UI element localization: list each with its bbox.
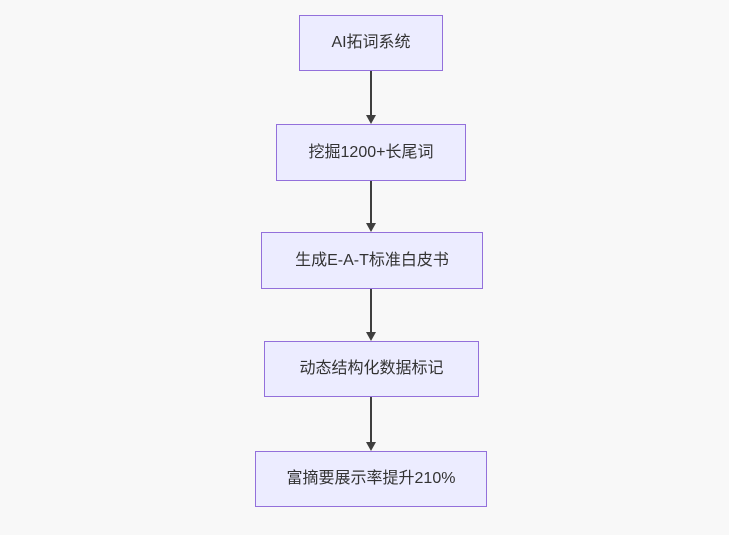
flow-node-eat-whitepaper: 生成E-A-T标准白皮书 (261, 232, 483, 289)
flow-node-label: 挖掘1200+长尾词 (308, 143, 434, 161)
down-arrow-icon (366, 289, 376, 341)
flow-node-ai-keyword-system: AI拓词系统 (299, 15, 443, 71)
down-arrow-icon (366, 181, 376, 232)
flow-node-label: 动态结构化数据标记 (299, 360, 444, 377)
flow-node-rich-snippet-result: 富摘要展示率提升210% (255, 451, 487, 507)
flow-node-structured-data-markup: 动态结构化数据标记 (264, 341, 479, 397)
flow-node-label: 富摘要展示率提升210% (286, 470, 456, 487)
flow-node-label: AI拓词系统 (331, 34, 411, 51)
flow-node-longtail-mining: 挖掘1200+长尾词 (276, 124, 466, 181)
flow-node-label: 生成E-A-T标准白皮书 (295, 251, 449, 269)
down-arrow-icon (366, 71, 376, 124)
down-arrow-icon (366, 397, 376, 451)
